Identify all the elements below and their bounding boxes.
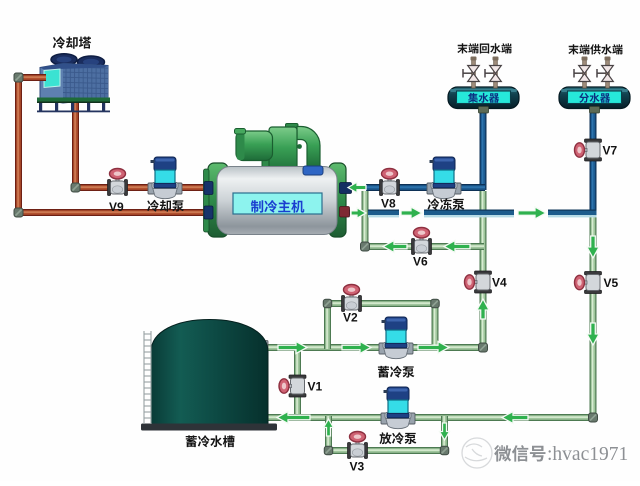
svg-text:V2: V2 <box>343 311 358 325</box>
svg-text:V4: V4 <box>492 276 507 290</box>
svg-text::hvac1971: :hvac1971 <box>547 444 628 465</box>
svg-text:V5: V5 <box>604 276 619 290</box>
svg-text:V9: V9 <box>109 200 124 214</box>
svg-text:V8: V8 <box>381 197 396 211</box>
svg-text:V6: V6 <box>413 255 428 269</box>
svg-text:V1: V1 <box>308 380 323 394</box>
svg-text:V3: V3 <box>350 460 365 474</box>
svg-text:V7: V7 <box>603 144 618 158</box>
